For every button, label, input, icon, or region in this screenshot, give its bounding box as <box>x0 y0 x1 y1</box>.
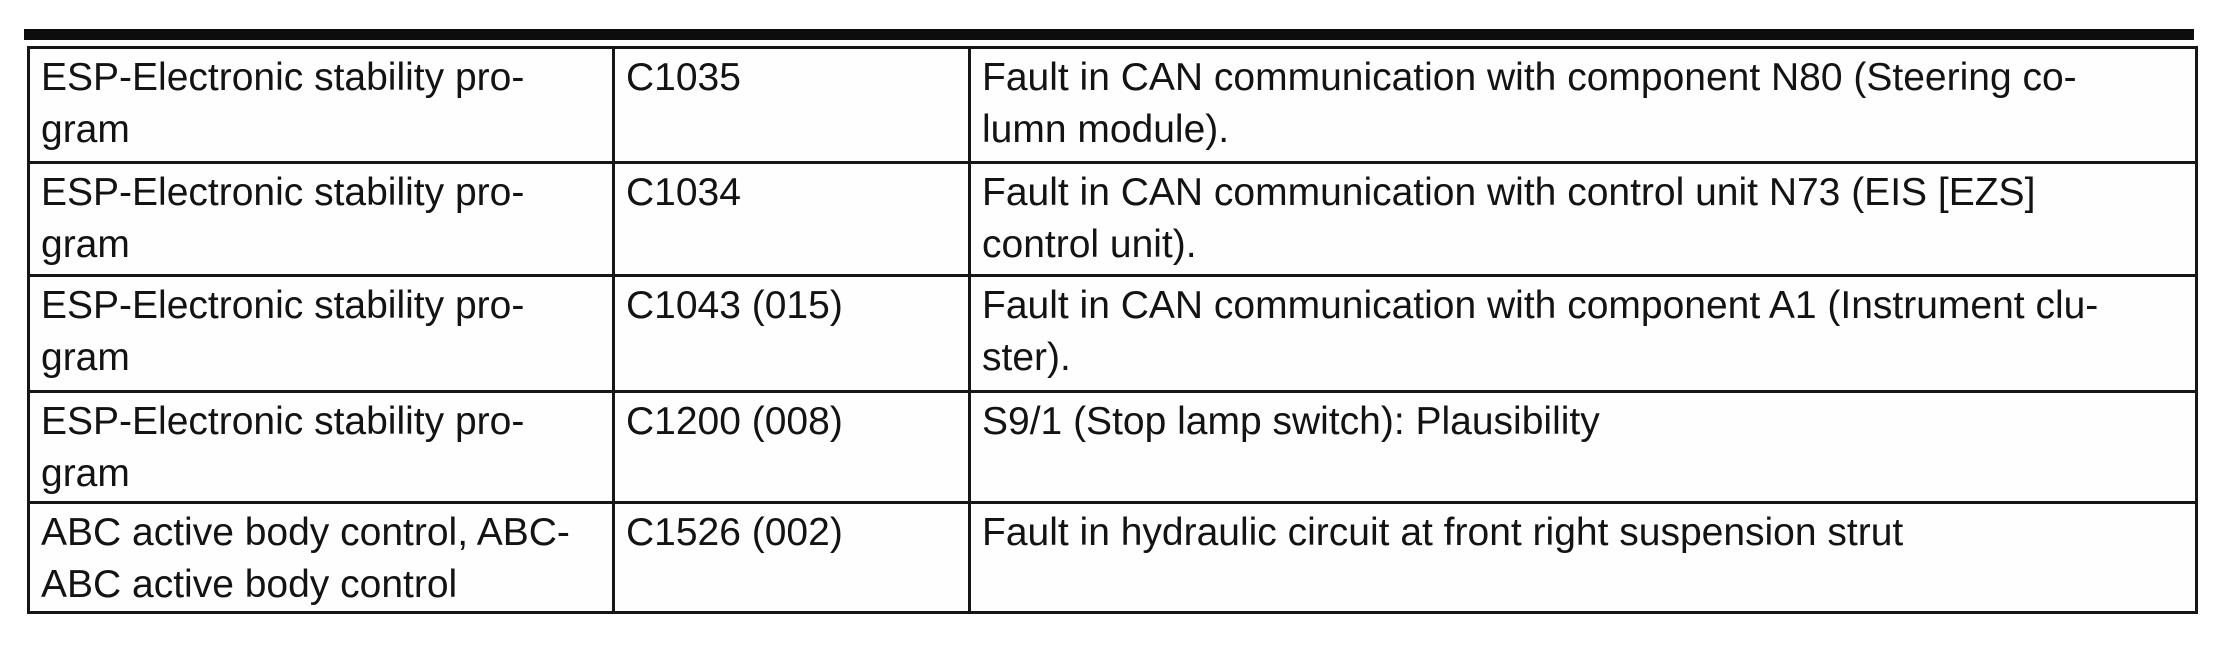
description-cell: Fault in CAN communication with componen… <box>968 46 2198 164</box>
fault-code: C1200 (008) <box>626 400 843 443</box>
table-row: ESP-Electronic stability pro- gram C1034… <box>27 161 2198 277</box>
system-line-1: ESP-Electronic stability pro- <box>41 56 525 99</box>
system-line-1: ABC active body control, ABC- <box>41 511 570 554</box>
code-cell: C1200 (008) <box>612 390 971 504</box>
description-line-1: Fault in CAN communication with control … <box>982 171 2036 214</box>
system-line-2: ABC active body control <box>41 563 458 606</box>
description-line-1: Fault in hydraulic circuit at front righ… <box>982 511 1904 554</box>
top-rule <box>24 29 2194 40</box>
fault-code: C1526 (002) <box>626 511 843 554</box>
system-cell: ESP-Electronic stability pro- gram <box>27 46 615 164</box>
system-cell: ESP-Electronic stability pro- gram <box>27 161 615 277</box>
code-cell: C1035 <box>612 46 971 164</box>
description-cell: Fault in hydraulic circuit at front righ… <box>968 501 2198 614</box>
description-cell: Fault in CAN communication with componen… <box>968 274 2198 393</box>
description-line-1: Fault in CAN communication with componen… <box>982 56 2077 99</box>
description-cell: Fault in CAN communication with control … <box>968 161 2198 277</box>
table-row: ESP-Electronic stability pro- gram C1043… <box>27 274 2198 393</box>
system-line-1: ESP-Electronic stability pro- <box>41 284 525 327</box>
system-line-2: gram <box>41 336 130 379</box>
system-line-1: ESP-Electronic stability pro- <box>41 171 525 214</box>
description-line-2: control unit). <box>982 223 1197 266</box>
code-cell: C1043 (015) <box>612 274 971 393</box>
description-line-1: S9/1 (Stop lamp switch): Plausibility <box>982 400 1600 443</box>
description-line-2: ster). <box>982 336 1071 379</box>
fault-code-table: ESP-Electronic stability pro- gram C1035… <box>27 46 2198 614</box>
system-cell: ABC active body control, ABC- ABC active… <box>27 501 615 614</box>
code-cell: C1526 (002) <box>612 501 971 614</box>
system-line-1: ESP-Electronic stability pro- <box>41 400 525 443</box>
description-cell: S9/1 (Stop lamp switch): Plausibility <box>968 390 2198 504</box>
system-line-2: gram <box>41 108 130 151</box>
system-line-2: gram <box>41 452 130 495</box>
system-cell: ESP-Electronic stability pro- gram <box>27 390 615 504</box>
description-line-1: Fault in CAN communication with componen… <box>982 284 2099 327</box>
fault-code: C1035 <box>626 56 741 99</box>
description-line-2: lumn module). <box>982 108 1230 151</box>
code-cell: C1034 <box>612 161 971 277</box>
fault-code: C1034 <box>626 171 741 214</box>
system-cell: ESP-Electronic stability pro- gram <box>27 274 615 393</box>
table-row: ESP-Electronic stability pro- gram C1035… <box>27 46 2198 164</box>
system-line-2: gram <box>41 223 130 266</box>
table-row: ESP-Electronic stability pro- gram C1200… <box>27 390 2198 504</box>
fault-code: C1043 (015) <box>626 284 843 327</box>
table-row: ABC active body control, ABC- ABC active… <box>27 501 2198 614</box>
